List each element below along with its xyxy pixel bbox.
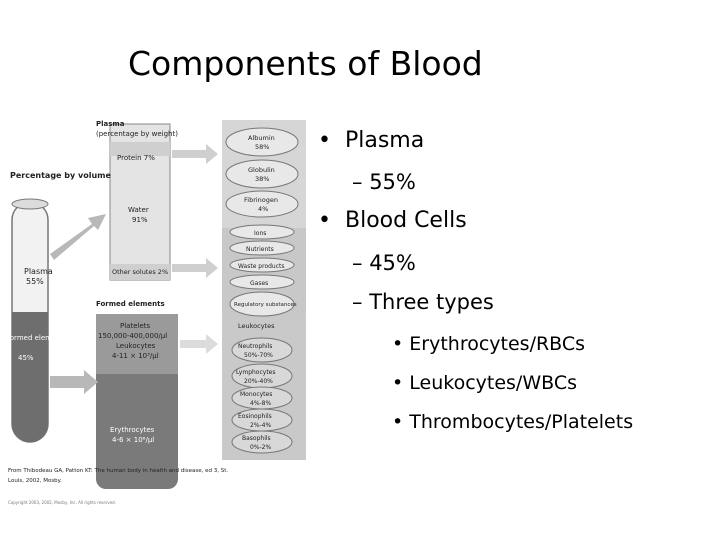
globulin-name: Globulin [248,166,275,174]
citation-line-1: From Thibodeau GA, Patton KT: The human … [8,468,228,474]
slide-title: Components of Blood [128,44,483,83]
bullet-text: Plasma [344,128,425,153]
albumin-pct: 58% [255,143,269,151]
bullet-text: 45% [369,251,416,275]
protein-label: Protein 7% [117,154,155,162]
blood-diagram: Percentage by volume Plasma 55% Formed e… [6,120,306,505]
solute-regulatory: Regulatory substances [234,302,297,308]
bullet-text: Leukocytes/WBCs [409,372,577,394]
oval-fibrinogen [225,190,299,218]
other-solutes-band [110,264,170,280]
bullet-marker: • [392,411,404,433]
leukocytes-count: 4-11 × 10³/µl [112,352,159,360]
bullet-text: Blood Cells [344,208,467,233]
platelets-count: 150,000-400,000/µl [98,332,167,340]
basophils-name: Basophils [242,435,271,442]
eosinophils-name: Eosinophils [238,413,272,420]
copyright-line: Copyright 2003, 2002, Mosby, Inc. All ri… [8,500,116,505]
eosinophils-pct: 2%-4% [250,422,272,429]
tube-formed-top [12,312,48,330]
arrow-formed [50,370,98,394]
monocytes-name: Monocytes [240,391,272,398]
oval-albumin [225,127,299,157]
plasma-box-title: Plasma [96,120,125,128]
bullet-three-types: – Three types [352,290,494,314]
albumin-name: Albumin [248,134,275,142]
solute-ions: Ions [254,230,266,237]
bullet-marker: • [318,128,331,153]
bullet-marker: • [318,208,331,233]
tube-plasma-label: Plasma [24,267,53,276]
bullet-blood-cells: • Blood Cells [318,208,467,233]
bullet-marker: – [352,170,363,194]
arrow-leukocytes [180,334,218,354]
oval-ions [229,224,295,240]
solute-gases: Gases [250,280,268,287]
bullet-marker: – [352,290,363,314]
fibrinogen-pct: 4% [258,205,268,213]
arrow-solutes [172,258,218,278]
arrow-protein [172,144,218,164]
oval-gases [229,274,295,290]
platelets-label: Platelets [120,322,151,330]
tube-opening [11,198,49,210]
solute-waste: Waste products [238,263,285,270]
arrow-plasma [50,214,106,260]
water-pct: 91% [132,216,148,224]
oval-nutrients [229,240,295,256]
bullet-marker: – [352,251,363,275]
bullet-cells-percent: – 45% [352,251,416,275]
bullet-plasma-percent: – 55% [352,170,416,194]
formed-heading: Formed elements [96,300,165,308]
tube-formed-elements [12,312,48,442]
neutrophils-pct: 50%-70% [244,352,273,359]
oval-basophils [231,430,293,454]
bullet-plasma: • Plasma [318,128,424,153]
oval-neutrophils [231,337,293,363]
leukocytes-label: Leukocytes [116,342,156,350]
fibrinogen-name: Fibrinogen [244,196,278,204]
blood-components-figure: Percentage by volume Plasma 55% Formed e… [0,114,310,512]
oval-waste [229,257,295,273]
bullet-leukocytes: • Leukocytes/WBCs [392,372,577,394]
bullet-text: Erythrocytes/RBCs [409,333,586,355]
erythrocytes-count: 4-6 × 10⁶/µl [112,436,154,444]
bullet-marker: • [392,333,404,355]
erythrocytes-label: Erythrocytes [110,426,155,434]
protein-band [110,142,170,156]
platelets-leukocytes-band [96,314,178,374]
bullet-erythrocytes: • Erythrocytes/RBCs [392,333,585,355]
lymphocytes-pct: 20%-40% [244,378,273,385]
tube-heading: Percentage by volume [10,171,111,180]
bullet-text: Thrombocytes/Platelets [409,411,634,433]
oval-regulatory [229,291,295,317]
tube-formed-label: Formed elements [6,334,67,342]
tube-plasma-pct: 55% [26,277,44,286]
plasma-box-subtitle: (percentage by weight) [96,130,178,138]
neutrophils-name: Neutrophils [238,343,272,350]
bullet-text: Three types [369,290,494,314]
oval-globulin [225,159,299,189]
citation-line-2: Louis, 2002, Mosby. [8,478,62,484]
other-solutes-label: Other solutes 2% [112,268,168,276]
leukocyte-heading: Leukocytes [238,322,275,330]
solute-nutrients: Nutrients [246,246,274,253]
basophils-pct: 0%-2% [250,444,272,451]
water-label: Water [128,206,149,214]
tube-formed-pct: 45% [18,354,34,362]
bullet-marker: • [392,372,404,394]
bullet-text: 55% [369,170,416,194]
bullet-thrombocytes: • Thrombocytes/Platelets [392,411,633,433]
lymphocytes-name: Lymphocytes [236,369,276,376]
monocytes-pct: 4%-8% [250,400,272,407]
globulin-pct: 38% [255,175,269,183]
